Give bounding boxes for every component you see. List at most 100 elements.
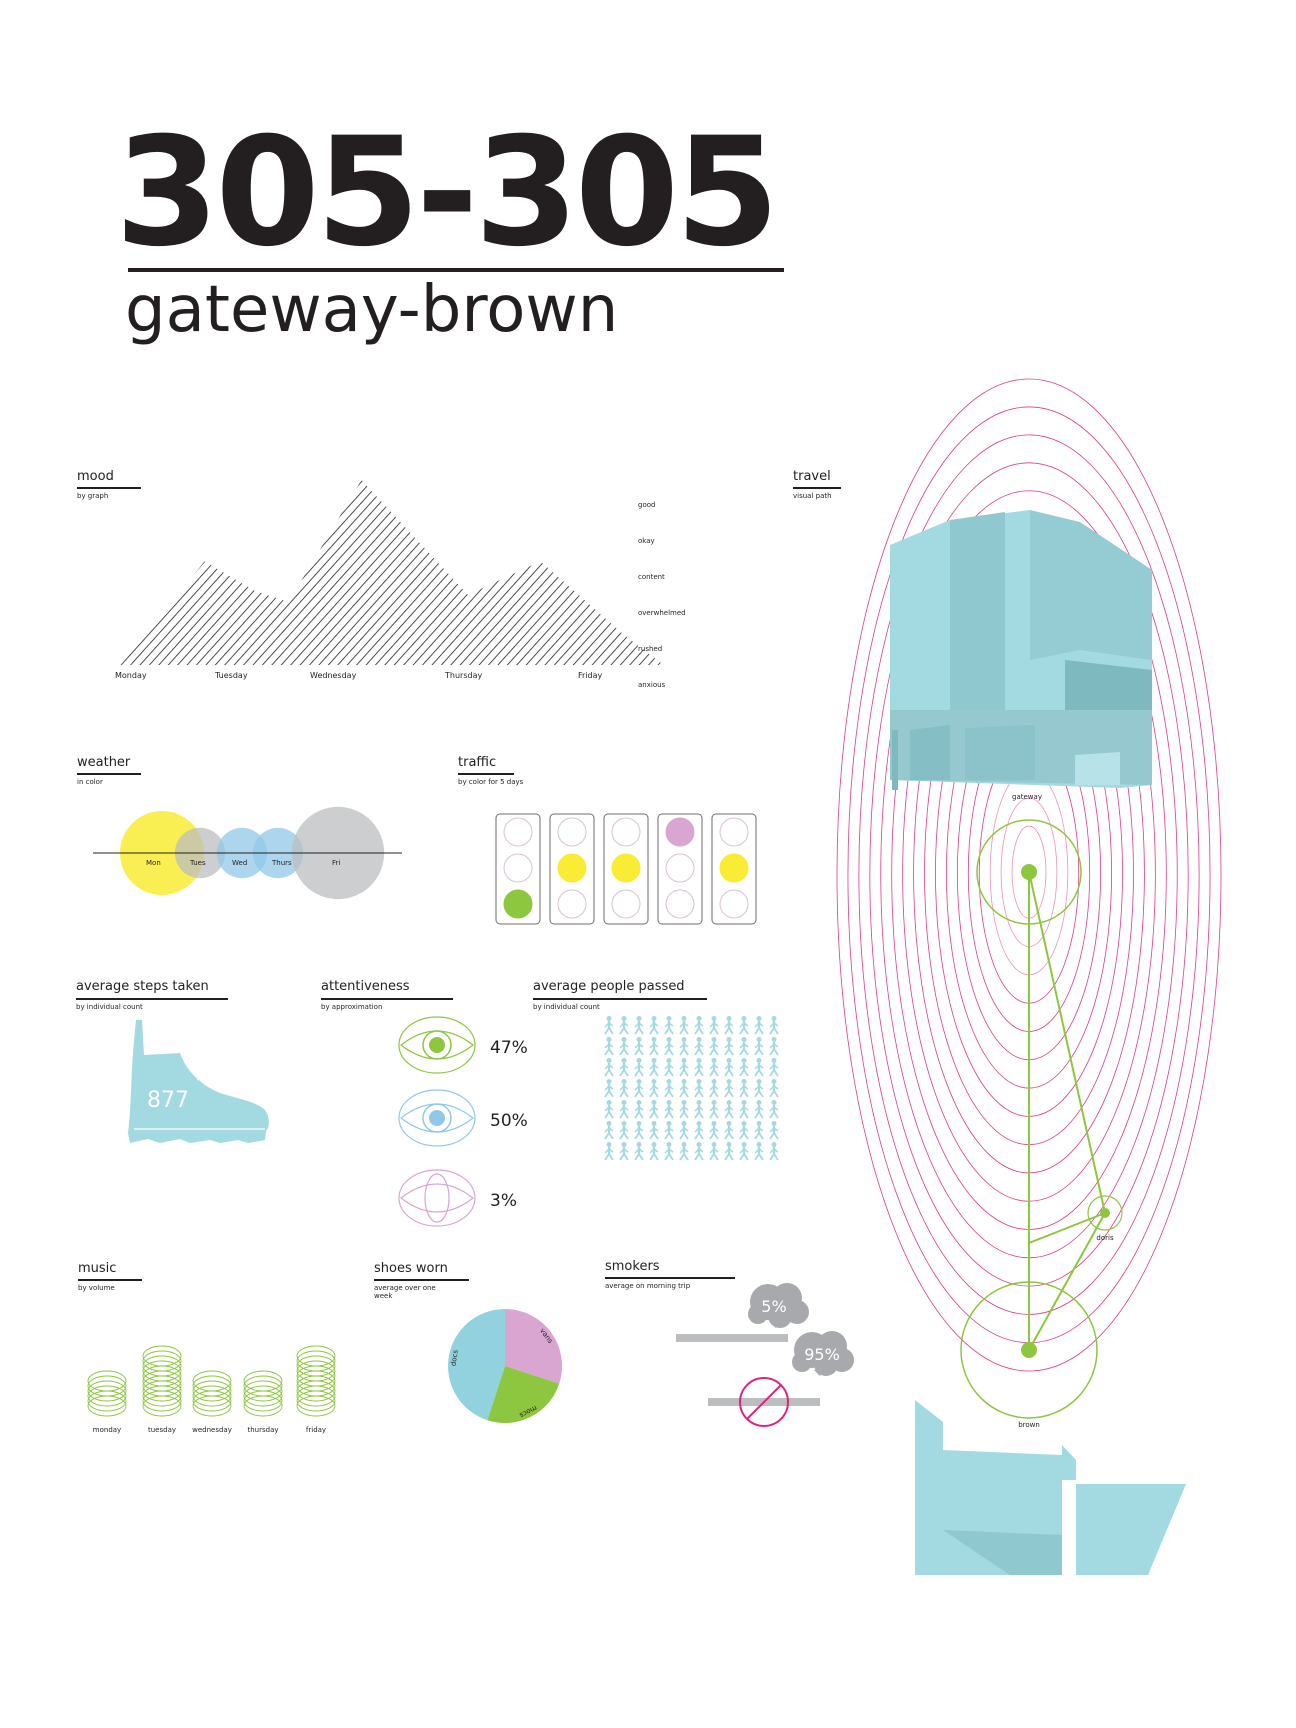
- person-icon: [649, 1037, 659, 1056]
- music-coil: [87, 1370, 127, 1417]
- steps-rule: [76, 998, 228, 1000]
- travel-path: [960, 819, 1123, 1419]
- page-title: 305-305: [115, 106, 779, 280]
- brown-label: brown: [1018, 1421, 1040, 1429]
- music-coil: [243, 1370, 283, 1417]
- person-icon: [604, 1079, 614, 1098]
- pie-label: docs: [449, 1349, 459, 1367]
- person-icon: [724, 1142, 734, 1161]
- page-subtitle: gateway-brown: [125, 273, 619, 347]
- mood-level-label: anxious: [638, 681, 666, 689]
- traffic-rule: [458, 773, 514, 775]
- pie-slice-mocs: [487, 1366, 560, 1423]
- no-smoking-icon: [739, 1377, 789, 1427]
- gateway-building-icon: [890, 510, 1152, 790]
- person-icon: [604, 1142, 614, 1161]
- attentiveness-subtitle: by approximation: [321, 1003, 383, 1011]
- person-icon: [634, 1058, 644, 1077]
- person-icon: [634, 1100, 644, 1119]
- person-icon: [634, 1121, 644, 1140]
- person-icon: [724, 1121, 734, 1140]
- person-icon: [619, 1037, 629, 1056]
- shoes-rule: [374, 1279, 469, 1281]
- doris-label: doris: [1096, 1234, 1114, 1242]
- person-icon: [619, 1079, 629, 1098]
- people-title: average people passed: [533, 979, 685, 994]
- traffic-light-on: [665, 817, 695, 847]
- person-icon: [679, 1079, 689, 1098]
- person-icon: [754, 1121, 764, 1140]
- music-day-label: thursday: [247, 1426, 278, 1434]
- music-title: music: [78, 1261, 117, 1276]
- person-icon: [634, 1016, 644, 1035]
- person-icon: [619, 1142, 629, 1161]
- person-icon: [664, 1100, 674, 1119]
- person-icon: [724, 1058, 734, 1077]
- person-icon: [619, 1121, 629, 1140]
- traffic-light-on: [611, 853, 641, 883]
- pie-slice-docs: [448, 1309, 505, 1421]
- traffic-light-off: [611, 889, 641, 919]
- person-icon: [649, 1100, 659, 1119]
- shoes-title: shoes worn: [374, 1261, 448, 1276]
- person-icon: [619, 1100, 629, 1119]
- person-icon: [739, 1079, 749, 1098]
- music-coil: [142, 1345, 182, 1417]
- person-icon: [694, 1142, 704, 1161]
- weather-day-label: Wed: [232, 859, 247, 867]
- person-icon: [679, 1016, 689, 1035]
- shoes-subtitle: average over one week: [374, 1284, 436, 1301]
- traffic-light-on: [503, 889, 533, 919]
- mood-level-label: good: [638, 501, 655, 509]
- person-icon: [754, 1079, 764, 1098]
- person-icon: [664, 1037, 674, 1056]
- person-icon: [709, 1142, 719, 1161]
- mood-level-label: rushed: [638, 645, 662, 653]
- mood-level-label: okay: [638, 537, 655, 545]
- traffic-light: [603, 813, 649, 925]
- person-icon: [709, 1121, 719, 1140]
- traffic-light-off: [719, 889, 749, 919]
- mood-day-label: Friday: [578, 671, 603, 680]
- steps-subtitle: by individual count: [76, 1003, 143, 1011]
- person-icon: [739, 1037, 749, 1056]
- person-icon: [604, 1037, 614, 1056]
- weather-title: weather: [77, 755, 131, 770]
- person-icon: [709, 1100, 719, 1119]
- pie-slice-vans: [505, 1309, 562, 1384]
- person-icon: [754, 1037, 764, 1056]
- person-icon: [604, 1100, 614, 1119]
- attentiveness-value: 50%: [490, 1111, 528, 1131]
- traffic-light-on: [557, 853, 587, 883]
- weather-day-label: Tues: [189, 859, 206, 867]
- person-icon: [724, 1079, 734, 1098]
- person-icon: [634, 1079, 644, 1098]
- steps-value: 877: [147, 1088, 189, 1113]
- person-icon: [754, 1016, 764, 1035]
- person-icon: [649, 1142, 659, 1161]
- person-icon: [754, 1100, 764, 1119]
- music-day-label: tuesday: [148, 1426, 176, 1434]
- person-icon: [724, 1037, 734, 1056]
- person-icon: [664, 1142, 674, 1161]
- brown-point: [1021, 1342, 1037, 1358]
- person-icon: [694, 1100, 704, 1119]
- traffic-light-off: [665, 889, 695, 919]
- person-icon: [634, 1037, 644, 1056]
- person-icon: [694, 1079, 704, 1098]
- travel-title: travel: [793, 469, 831, 484]
- person-icon: [634, 1142, 644, 1161]
- person-icon: [664, 1121, 674, 1140]
- gateway-point: [1021, 864, 1037, 880]
- person-icon: [649, 1121, 659, 1140]
- music-day-label: monday: [93, 1426, 121, 1434]
- traffic-title: traffic: [458, 755, 497, 770]
- traffic-light: [711, 813, 757, 925]
- attentiveness-chart: 47%50%3%: [398, 1016, 528, 1227]
- attentiveness-rule: [321, 998, 453, 1000]
- traffic-subtitle: by color for 5 days: [458, 778, 524, 786]
- travel-rule: [793, 487, 841, 489]
- person-icon: [709, 1016, 719, 1035]
- gateway-label: gateway: [1012, 793, 1042, 801]
